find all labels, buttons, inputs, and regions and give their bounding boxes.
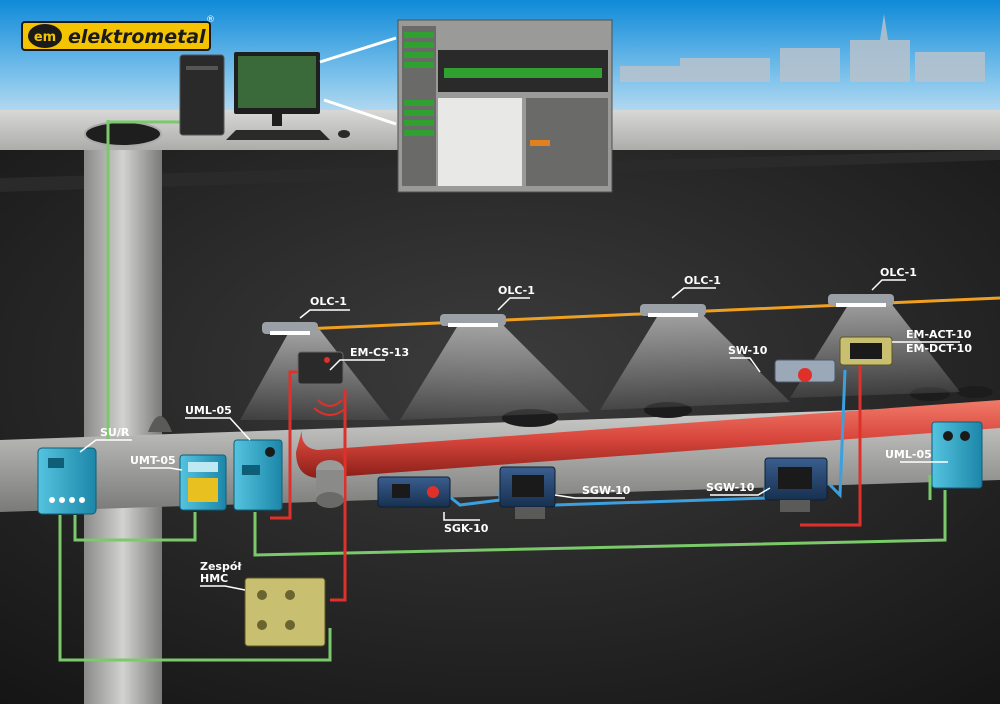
sgw-10-device [764,457,828,512]
label-em-act-10: EM-ACT-10 [906,328,972,341]
gallery-branch [148,416,172,432]
olc-lamp [640,304,706,317]
leader-lines [79,279,960,591]
sgw-10-device [499,466,556,519]
label-olc-1: OLC-1 [310,295,347,308]
label-olc-1: OLC-1 [498,284,535,297]
umt-05-device [179,454,227,511]
label-sw-10: SW-10 [728,344,768,357]
uml-05-right-device [931,421,983,489]
screen-callout-arrows [319,36,397,126]
vertical-shaft [84,150,162,704]
em-act-dct-10-device [839,336,893,366]
uml-05-left-device [233,439,283,511]
olc-lamp [262,322,318,335]
label-uml-05: UML-05 [885,448,932,461]
em-cs-13-device [297,351,347,416]
power-cables-green [58,120,947,662]
signal-cables-red [270,360,862,602]
scada-screen [397,19,613,193]
olc-lamp [828,294,894,307]
elektrometal-logo: em elektrometal ® [21,15,215,51]
keyboard-icon [226,130,330,140]
hmc-unit [244,577,326,647]
label-su-r: SU/R [100,426,130,439]
town-silhouette [620,14,985,82]
sw-10-device [774,359,836,383]
mouse-icon [338,130,350,138]
conveyor-belt [296,400,1000,478]
logo-registered-mark: ® [206,15,215,25]
label-uml-05: UML-05 [185,404,232,417]
label-hmc: HMC [200,572,228,585]
logo-brand-name: elektrometal [68,26,206,48]
shaft-opening [84,121,162,147]
cylinder-sensor [316,460,344,508]
label-sgw-10: SGW-10 [582,484,631,497]
label-em-cs-13: EM-CS-13 [350,346,409,359]
su-r-device [37,447,97,515]
olc-lamp [440,314,506,327]
sgk-10-device [377,476,451,508]
label-umt-05: UMT-05 [130,454,176,467]
logo-mark: em [34,30,56,45]
label-olc-1: OLC-1 [880,266,917,279]
label-olc-1: OLC-1 [684,274,721,287]
label-em-dct-10: EM-DCT-10 [906,342,972,355]
label-sgw-10: SGW-10 [706,481,755,494]
desktop-computer-icon [179,54,225,136]
label-hmc-zespol: Zespół [200,560,242,573]
monitor-icon [234,52,320,126]
label-sgk-10: SGK-10 [444,522,489,535]
